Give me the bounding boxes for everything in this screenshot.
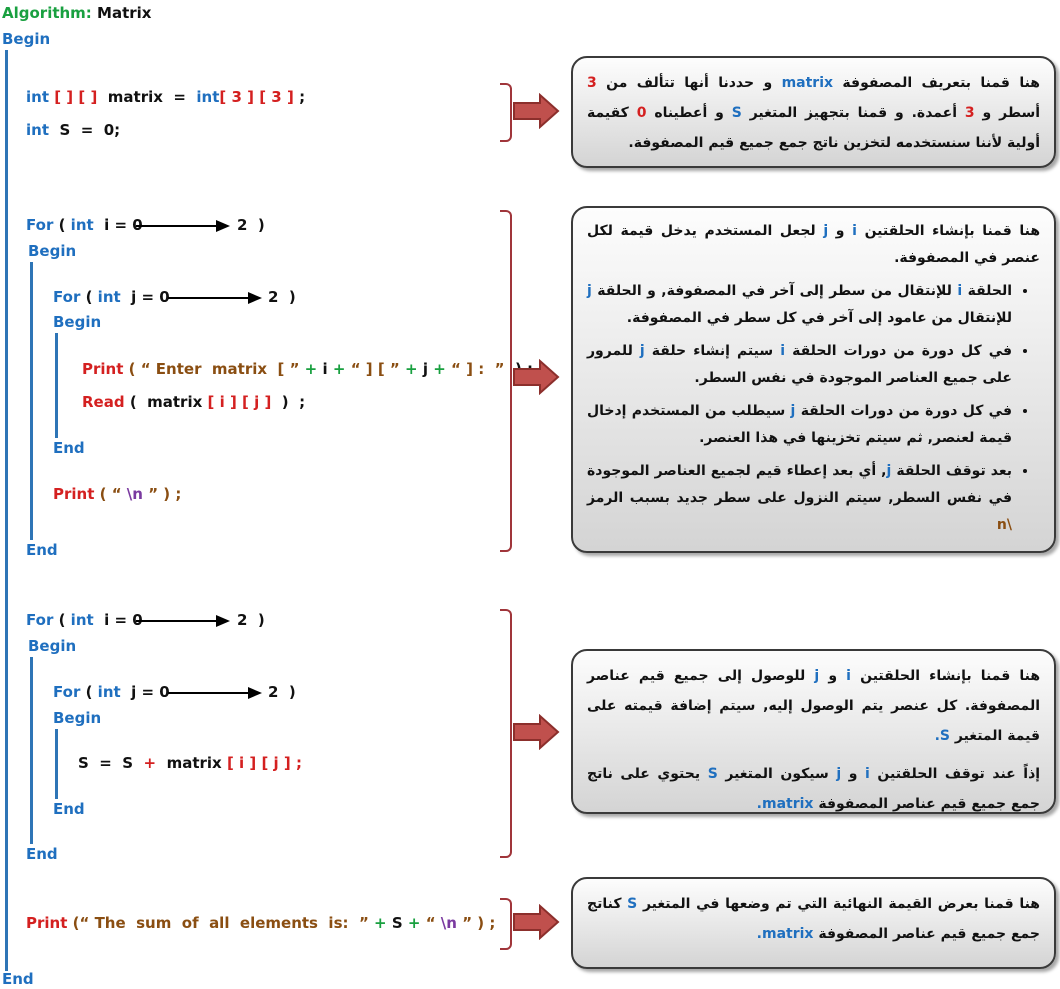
arrow-right-icon: [513, 93, 560, 129]
main-end: End: [2, 970, 34, 988]
explanation-box-sum-loops: هنا قمنا بإنشاء الحلقتين i و j للوصول إل…: [571, 649, 1056, 814]
range-arrow-head: [248, 292, 262, 304]
print-newline-stmt: Print ( “ \n ” ) ;: [53, 485, 182, 503]
algorithm-name: Matrix: [97, 4, 152, 22]
range-arrow-head: [216, 220, 230, 232]
sum-declaration: int S = 0;: [26, 121, 121, 139]
loop1-inner-for: For ( int j = 0: [53, 288, 170, 306]
list-item: الحلقة i للإنتقال من سطر إلى آخر في المص…: [587, 278, 1012, 332]
loop2-outer-begin: Begin: [28, 637, 77, 655]
loop2-outer-line: [30, 657, 33, 844]
range-arrow-head: [248, 687, 262, 699]
loop1-outer-end: End: [26, 541, 58, 559]
explanation-box-declaration: هنا قمنا بتعريف المصفوفة matrix و حددنا …: [571, 56, 1056, 168]
explanation-box-input-loops: هنا قمنا بإنشاء الحلقتين i و j لجعل المس…: [571, 206, 1056, 553]
bracket-decl: [500, 83, 512, 142]
print-prompt-stmt: Print ( “ Enter matrix [ ” + i + “ ] [ ”…: [82, 360, 533, 378]
loop2-inner-begin: Begin: [53, 709, 102, 727]
main-begin: Begin: [2, 30, 51, 48]
algorithm-label: Algorithm:: [2, 4, 92, 22]
loop1-inner-line: [55, 333, 58, 438]
loop1-outer-begin: Begin: [28, 242, 77, 260]
print-sum-stmt: Print (“ The sum of all elements is: ” +…: [26, 914, 496, 932]
loop2-outer-end: End: [26, 845, 58, 863]
main-block-line: [5, 50, 8, 971]
bracket-loop2: [500, 609, 512, 858]
range-arrow-head: [216, 615, 230, 627]
read-stmt: Read ( matrix [ i ] [ j ] ) ;: [82, 393, 306, 411]
range-arrow-line: [136, 620, 218, 622]
loop2-outer-for: For ( int i = 0: [26, 611, 143, 629]
loop1-outer-line: [30, 262, 33, 540]
range-arrow-line: [136, 225, 218, 227]
loop1-outer-for: For ( int i = 0: [26, 216, 143, 234]
loop2-inner-end: End: [53, 800, 85, 818]
arrow-right-icon: [513, 714, 560, 750]
loop1-inner-end: End: [53, 439, 85, 457]
loop1-inner-begin: Begin: [53, 313, 102, 331]
bracket-print: [500, 898, 512, 950]
list-item: في كل دورة من دورات الحلقة i سيتم إنشاء …: [587, 338, 1012, 392]
loop2-inner-limit: 2 ): [268, 683, 296, 701]
explanation-box-print-sum: هنا قمنا بعرض القيمة النهائية التي تم وض…: [571, 877, 1056, 969]
arrow-right-icon: [513, 904, 560, 940]
matrix-declaration: int [ ] [ ] matrix = int[ 3 ] [ 3 ] ;: [26, 88, 306, 106]
loop1-inner-limit: 2 ): [268, 288, 296, 306]
loop1-outer-limit: 2 ): [237, 216, 265, 234]
list-item: بعد توقف الحلقة j, أي بعد إعطاء قيم لجمي…: [587, 458, 1012, 539]
list-item: في كل دورة من دورات الحلقة j سيطلب من ال…: [587, 398, 1012, 452]
loop2-inner-for: For ( int j = 0: [53, 683, 170, 701]
loop2-inner-line: [55, 729, 58, 799]
range-arrow-line: [168, 297, 250, 299]
bracket-loop1: [500, 210, 512, 552]
range-arrow-line: [168, 692, 250, 694]
loop2-outer-limit: 2 ): [237, 611, 265, 629]
arrow-right-icon: [513, 359, 560, 395]
sum-stmt: S = S + matrix [ i ] [ j ] ;: [78, 754, 302, 772]
algorithm-header: Algorithm: Matrix: [2, 3, 151, 23]
